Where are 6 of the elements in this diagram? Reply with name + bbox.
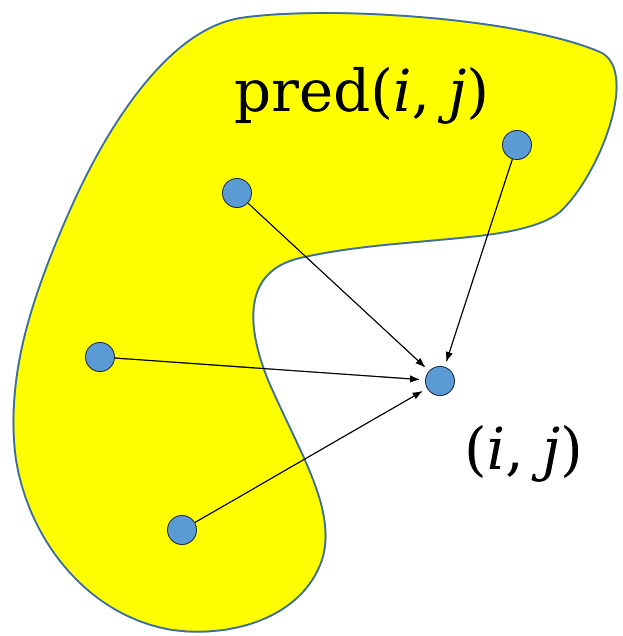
arrow — [446, 159, 513, 362]
node-circle — [425, 366, 455, 396]
arrow — [248, 202, 426, 368]
arrow — [114, 357, 420, 382]
arrow — [194, 390, 422, 524]
highlighted-region — [12, 10, 617, 632]
